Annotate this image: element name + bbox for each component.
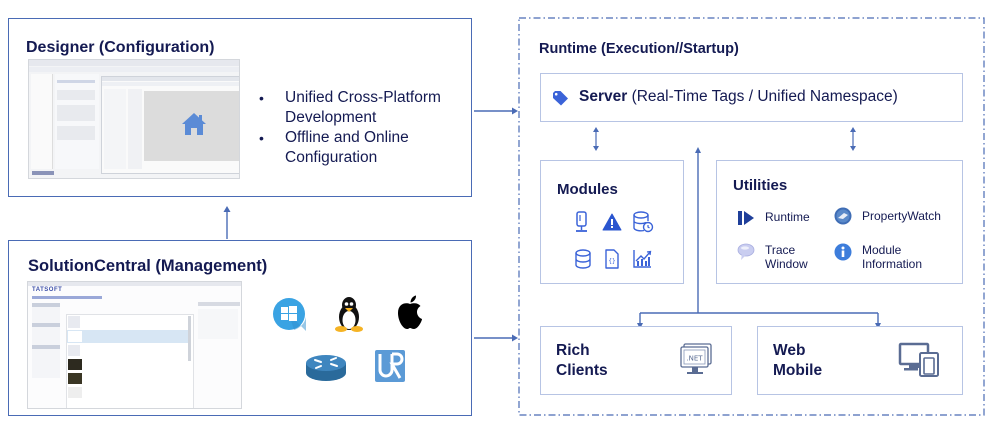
arrow-server-modules	[593, 127, 599, 151]
solution-central-box: SolutionCentral (Management) TATSOFT	[8, 240, 472, 416]
report-chart-icon	[632, 249, 652, 269]
utility-module-information[interactable]: Module Information	[834, 243, 922, 271]
arrow-solution-to-designer	[223, 206, 231, 239]
solution-central-title: SolutionCentral (Management)	[28, 257, 268, 275]
utility-runtime[interactable]: Runtime	[737, 209, 810, 227]
web-mobile-line2: Mobile	[773, 362, 823, 379]
windows-icon	[272, 297, 306, 331]
devices-icon	[898, 342, 940, 378]
trace-line2: Window	[765, 257, 808, 271]
web-mobile-line1: Web	[773, 342, 806, 359]
home-icon	[180, 111, 208, 137]
bullet-item: Unified Cross-Platform Development	[259, 88, 471, 128]
script-file-icon: {}	[604, 249, 620, 269]
solution-central-screenshot: TATSOFT	[27, 281, 242, 409]
info-icon	[834, 243, 852, 261]
connector-clients-to-server	[637, 147, 881, 329]
web-mobile-title: Web Mobile	[773, 341, 822, 381]
utilities-box: Utilities Runtime PropertyWatch Trace Wi…	[716, 160, 963, 284]
designer-bullets: Unified Cross-Platform Development Offli…	[259, 88, 471, 168]
modules-title: Modules	[557, 181, 618, 198]
svg-text:{}: {}	[608, 258, 615, 265]
module-info-line1: Module	[862, 243, 902, 257]
trace-window-icon	[737, 243, 755, 261]
tag-icon	[552, 90, 569, 106]
rich-clients-title: Rich Clients	[556, 341, 608, 381]
server-label-rest: (Real-Time Tags / Unified Namespace)	[627, 88, 898, 105]
dotnet-monitor-icon: .NET	[678, 342, 714, 378]
apple-icon	[395, 294, 425, 330]
utility-propertywatch-label: PropertyWatch	[862, 209, 941, 223]
device-icon	[573, 211, 591, 233]
property-watch-icon	[834, 207, 852, 225]
designer-box: Designer (Configuration) Unified	[8, 18, 472, 197]
tatsoft-logo: TATSOFT	[32, 287, 63, 293]
trace-line1: Trace	[765, 243, 796, 257]
runtime-title: Runtime (Execution//Startup)	[539, 41, 739, 57]
historian-database-icon	[632, 211, 654, 233]
utility-propertywatch[interactable]: PropertyWatch	[834, 207, 941, 225]
designer-title: Designer (Configuration)	[26, 39, 215, 56]
utility-trace-window-label: Trace Window	[765, 243, 808, 271]
arrow-solution-to-runtime	[474, 334, 518, 342]
modules-box: Modules {}	[540, 160, 684, 284]
designer-screenshot	[28, 59, 240, 179]
utilities-title: Utilities	[733, 177, 788, 194]
web-mobile-box: Web Mobile	[757, 326, 963, 395]
router-icon	[305, 353, 347, 383]
bullet-item: Offline and Online Configuration	[259, 128, 471, 168]
server-label-bold: Server	[579, 88, 628, 105]
utility-runtime-label: Runtime	[765, 210, 810, 224]
alarm-warning-icon	[602, 213, 622, 231]
svg-text:.NET: .NET	[686, 355, 703, 363]
runtime-container-border	[518, 17, 985, 416]
server-box: Server (Real-Time Tags / Unified Namespa…	[540, 73, 963, 122]
rich-clients-line1: Rich	[556, 342, 590, 359]
arrow-designer-to-runtime	[474, 107, 518, 115]
rich-clients-box: Rich Clients .NET	[540, 326, 732, 395]
rich-clients-line2: Clients	[556, 362, 608, 379]
utility-trace-window[interactable]: Trace Window	[737, 243, 808, 271]
utility-module-information-label: Module Information	[862, 243, 922, 271]
arrow-server-utilities	[850, 127, 856, 151]
runtime-play-icon	[737, 209, 755, 227]
module-info-line2: Information	[862, 257, 923, 271]
server-label: Server (Real-Time Tags / Unified Namespa…	[579, 88, 898, 106]
universal-robots-icon	[375, 350, 405, 382]
linux-icon	[333, 295, 365, 333]
database-icon	[574, 249, 592, 269]
